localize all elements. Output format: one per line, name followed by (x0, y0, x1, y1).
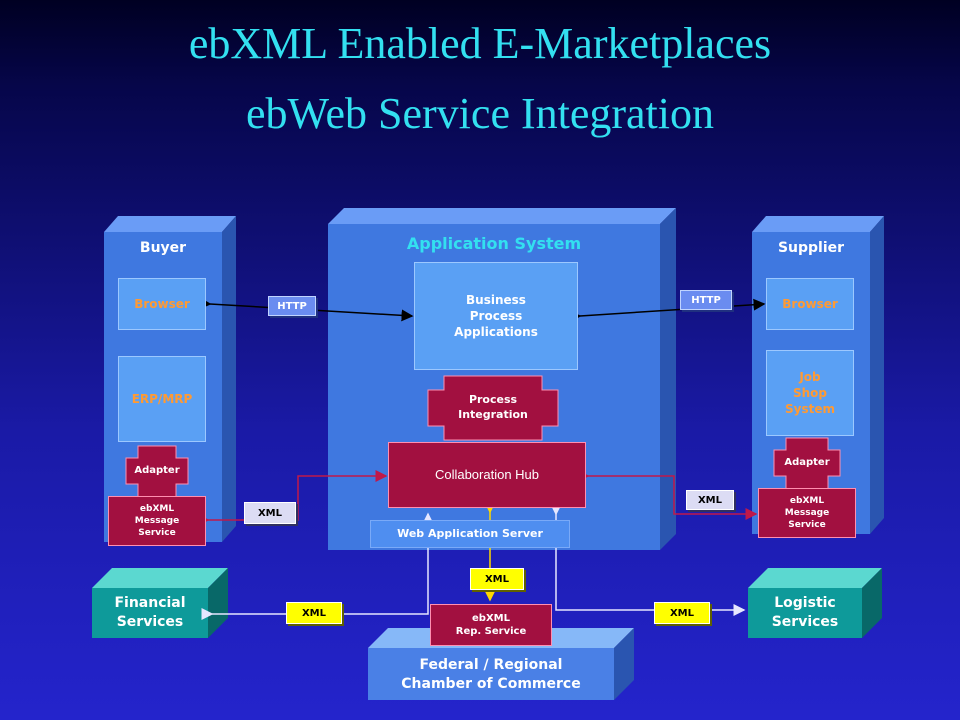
collaboration-hub-box: Collaboration Hub (388, 442, 586, 508)
financial-services-box (92, 568, 228, 638)
buyer-browser-box: Browser (118, 278, 206, 330)
http-right-tag: HTTP (680, 290, 732, 310)
xml-supplier-tag: XML (686, 490, 734, 510)
financial-services-label: Financial Services (114, 595, 186, 630)
logistic-connector (550, 503, 746, 616)
supplier-adapter-label: Adapter (784, 457, 830, 469)
application-system-label: Application System (406, 234, 582, 253)
logistic-services-label: Logistic Services (771, 595, 839, 630)
title-line-2: ebWeb Service Integration (245, 89, 715, 138)
buyer-label: Buyer (139, 240, 187, 256)
process-integration-label: Process Integration (458, 393, 528, 421)
title-line-1: ebXML Enabled E-Marketplaces (188, 19, 772, 68)
http-right-connector (569, 298, 766, 323)
job-shop-system-box: Job Shop System (766, 350, 854, 436)
supplier-message-service-box: ebXML Message Service (758, 488, 856, 538)
process-integration-shape (427, 375, 559, 441)
xml-financial-tag: XML (286, 602, 342, 624)
erp-mrp-box: ERP/MRP (118, 356, 206, 442)
xml-rep-tag: XML (470, 568, 524, 590)
supplier-label: Supplier (777, 240, 845, 256)
logistic-services-box (748, 568, 882, 638)
xml-logistic-tag: XML (654, 602, 710, 624)
ebxml-rep-service-box: ebXML Rep. Service (430, 604, 552, 646)
web-application-server-box: Web Application Server (370, 520, 570, 548)
supplier-browser-box: Browser (766, 278, 854, 330)
business-process-applications-box: Business Process Applications (414, 262, 578, 370)
buyer-message-service-box: ebXML Message Service (108, 496, 206, 546)
xml-buyer-tag: XML (244, 502, 296, 524)
xml-buyer-connector (197, 470, 388, 526)
http-left-tag: HTTP (268, 296, 316, 316)
chamber-of-commerce-label: Federal / Regional Chamber of Commerce (401, 657, 581, 692)
buyer-adapter-label: Adapter (134, 465, 180, 477)
